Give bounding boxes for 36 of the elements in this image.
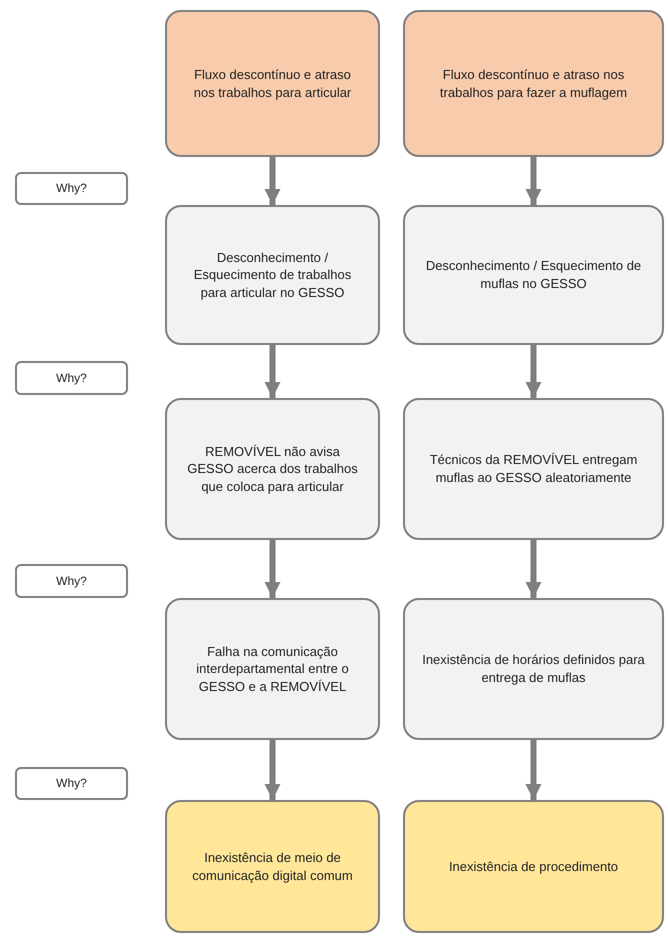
root-cause-box <box>403 800 664 933</box>
arrow <box>526 740 542 800</box>
node-text: Desconhecimento / Esquecimento de trabalhos para articular no GESSO <box>192 248 352 302</box>
node-text: Why? <box>56 370 87 386</box>
cause-box <box>165 598 380 740</box>
problem-box <box>403 10 664 157</box>
arrow <box>526 540 542 598</box>
arrow <box>264 740 280 800</box>
arrow <box>526 345 542 398</box>
node-text: Why? <box>56 180 87 197</box>
node-text: Fluxo descontínuo e atraso nos trabalhos para fazer a muflagem <box>438 66 628 102</box>
why-tag <box>15 172 128 205</box>
why-tag <box>15 564 128 598</box>
node-text: Desconhecimento / Esquecimento de muflas no GESSO <box>424 257 642 293</box>
node-text: Inexistência de procedimento <box>448 858 618 876</box>
cause-box <box>165 398 380 540</box>
node-text: REMOVÍVEL não avisa GESSO acerca dos trabalhos que coloca para articular <box>186 442 359 496</box>
cause-box <box>403 398 664 540</box>
why-tag <box>15 361 128 395</box>
node-text: Inexistência de meio de comunicação digital comum <box>191 848 354 884</box>
cause-box <box>403 598 664 740</box>
node-text: Fluxo descontínuo e atraso nos trabalhos para articular <box>192 66 352 102</box>
arrow <box>264 540 280 598</box>
arrow <box>264 157 280 205</box>
root-cause-box <box>165 800 380 933</box>
node-text: Why? <box>56 775 87 792</box>
node-text: Why? <box>56 572 87 590</box>
cause-box <box>165 205 380 345</box>
cause-box <box>403 205 664 345</box>
arrow <box>264 345 280 398</box>
why-tag <box>15 767 128 800</box>
node-text: Falha na comunicação interdepartamental entre o GESSO e a REMOVÍVEL <box>195 642 350 696</box>
node-text: Inexistência de horários definidos para entrega de muflas <box>421 651 646 687</box>
arrow <box>526 157 542 205</box>
node-text: Técnicos da REMOVÍVEL entregam muflas ao GESSO aleatoriamente <box>428 451 638 487</box>
problem-box <box>165 10 380 157</box>
